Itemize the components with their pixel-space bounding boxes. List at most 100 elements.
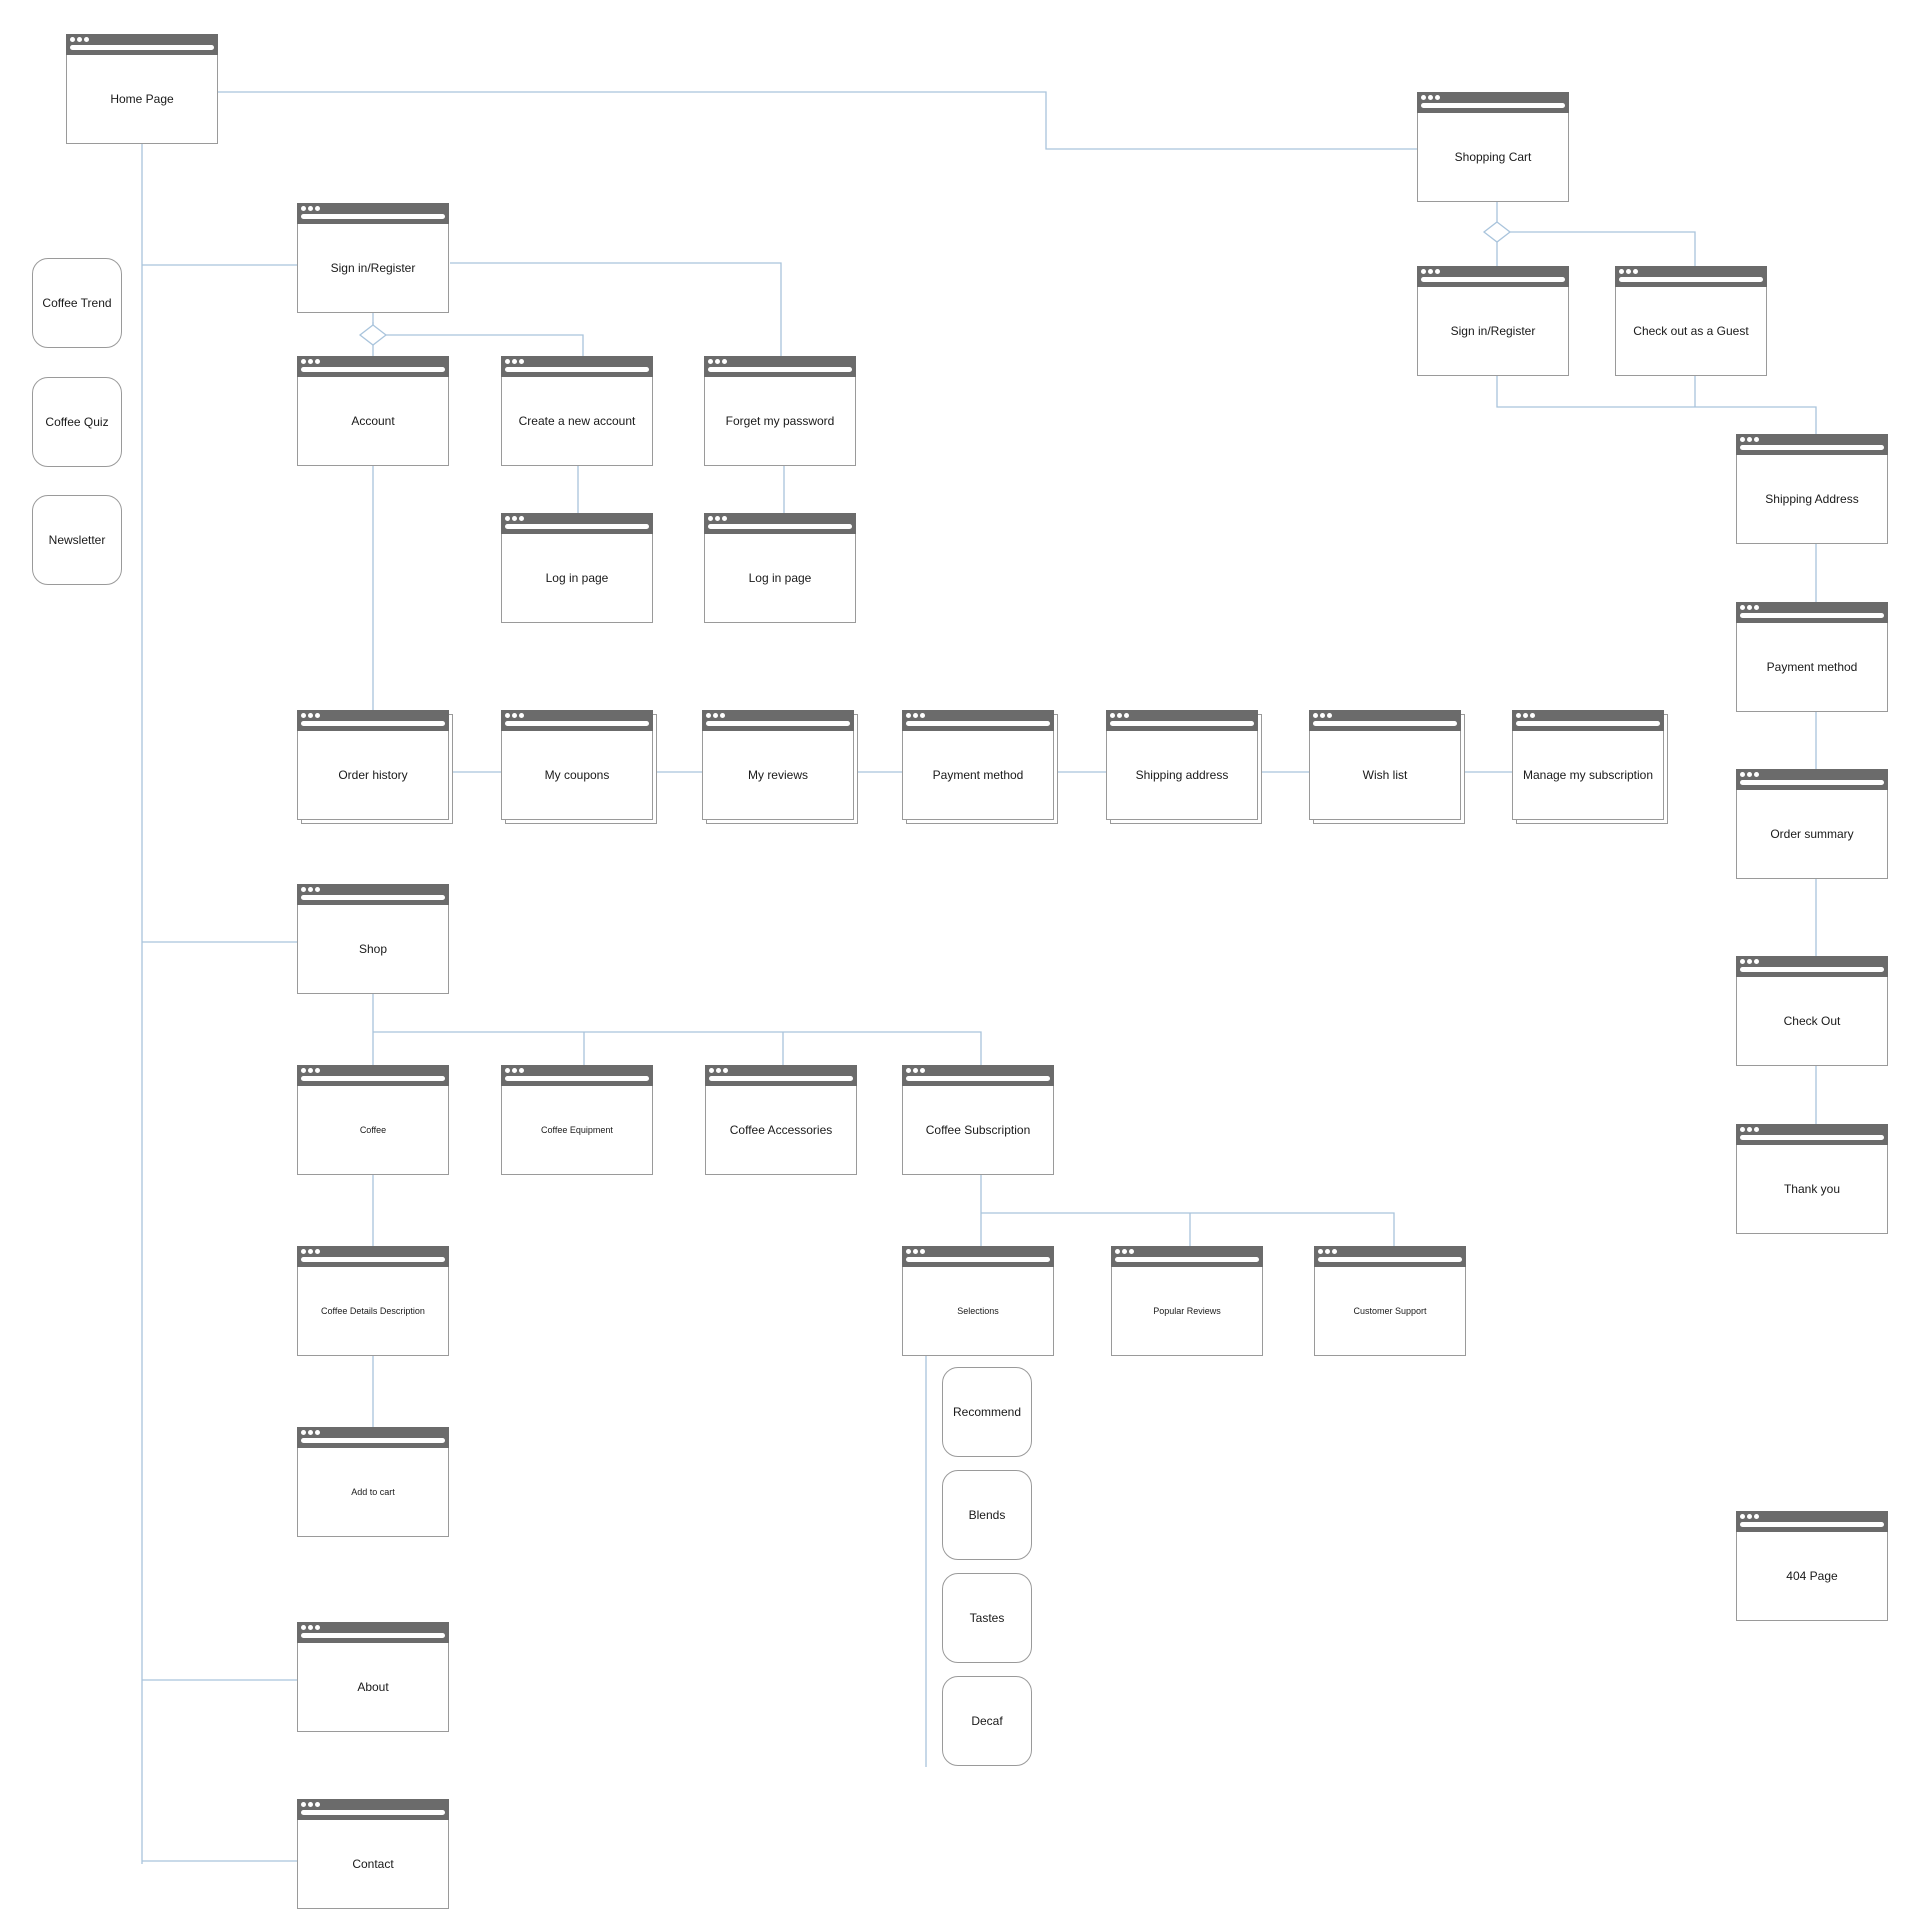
window-dot-icon [1516,713,1521,718]
address-bar-icon [1421,103,1565,108]
browser-bar [902,1246,1054,1267]
page-label: Contact [352,1856,394,1871]
address-bar-icon [708,367,852,372]
window-dot-icon [1740,959,1745,964]
window-dot-icon [1110,713,1115,718]
address-bar-icon [1110,721,1254,726]
page-label: Account [351,413,395,428]
address-bar-icon [906,1076,1050,1081]
window-dot-icon [315,1068,320,1073]
browser-bar [297,1246,449,1267]
window-dot-icon [301,1249,306,1254]
page-node-login-page-2: Log in page [704,513,856,623]
window-dot-icon [512,1068,517,1073]
window-dot-icon [315,887,320,892]
window-dot-icon [505,1068,510,1073]
page-label: Wish list [1362,767,1408,782]
window-dot-icon [315,713,320,718]
section-node-recommend: Recommend [942,1367,1032,1457]
page-label: Shopping Cart [1454,149,1532,164]
window-dot-icon [709,1068,714,1073]
address-bar-icon [301,214,445,219]
page-label: Shop [358,941,388,956]
window-dot-icon [308,1625,313,1630]
window-dot-icon [920,1249,925,1254]
window-dot-icon [315,1802,320,1807]
window-dot-icon [920,1068,925,1073]
browser-bar [1417,92,1569,113]
page-node-coffee-equipment: Coffee Equipment [501,1065,653,1175]
page-label: Coffee Equipment [541,1124,613,1135]
page-label: Sign in/Register [1450,323,1536,338]
window-dot-icon [1747,1127,1752,1132]
window-dot-icon [1754,437,1759,442]
page-label: Order summary [1770,826,1854,841]
page-label: Coffee Accessories [729,1122,833,1137]
window-dot-icon [308,1068,313,1073]
browser-bar [297,356,449,377]
window-dot-icon [1747,959,1752,964]
window-dot-icon [308,359,313,364]
window-dot-icon [1747,605,1752,610]
section-node-coffee-quiz: Coffee Quiz [32,377,122,467]
page-node-checkout-guest: Check out as a Guest [1615,266,1767,376]
window-dot-icon [1754,1514,1759,1519]
page-label: My coupons [544,767,610,782]
window-dot-icon [1740,605,1745,610]
address-bar-icon [301,1633,445,1638]
page-label: Check out as a Guest [1633,323,1749,338]
address-bar-icon [1421,277,1565,282]
address-bar-icon [1318,1257,1462,1262]
address-bar-icon [301,895,445,900]
browser-bar [704,513,856,534]
address-bar-icon [1115,1257,1259,1262]
browser-bar [297,1799,449,1820]
browser-bar [1417,266,1569,287]
window-dot-icon [1740,1127,1745,1132]
address-bar-icon [505,1076,649,1081]
window-dot-icon [1747,1514,1752,1519]
window-dot-icon [308,1430,313,1435]
page-label: Thank you [1783,1181,1841,1196]
browser-bar [902,1065,1054,1086]
window-dot-icon [1523,713,1528,718]
page-label: Popular Reviews [1153,1305,1221,1316]
window-dot-icon [1332,1249,1337,1254]
browser-bar [501,710,653,731]
window-dot-icon [1320,713,1325,718]
window-dot-icon [1740,772,1745,777]
page-label: Create a new account [518,413,636,428]
window-dot-icon [1619,269,1624,274]
browser-bar [501,1065,653,1086]
page-node-account: Account [297,356,449,466]
window-dot-icon [512,516,517,521]
address-bar-icon [301,1810,445,1815]
window-dot-icon [77,37,82,42]
section-node-blends: Blends [942,1470,1032,1560]
page-node-customer-support: Customer Support [1314,1246,1466,1356]
browser-bar [501,356,653,377]
page-node-about: About [297,1622,449,1732]
browser-bar [704,356,856,377]
browser-bar [501,513,653,534]
address-bar-icon [1740,1522,1884,1527]
window-dot-icon [722,516,727,521]
address-bar-icon [1516,721,1660,726]
window-dot-icon [1754,772,1759,777]
window-dot-icon [84,37,89,42]
window-dot-icon [301,713,306,718]
page-label: Shipping Address [1765,491,1859,506]
page-node-create-new-account: Create a new account [501,356,653,466]
window-dot-icon [519,1068,524,1073]
browser-bar [297,710,449,731]
window-dot-icon [1435,269,1440,274]
window-dot-icon [519,516,524,521]
window-dot-icon [301,1068,306,1073]
window-dot-icon [1421,95,1426,100]
window-dot-icon [708,516,713,521]
address-bar-icon [301,1438,445,1443]
window-dot-icon [920,713,925,718]
address-bar-icon [708,524,852,529]
window-dot-icon [1633,269,1638,274]
page-label: Coffee Details Description [321,1305,425,1316]
